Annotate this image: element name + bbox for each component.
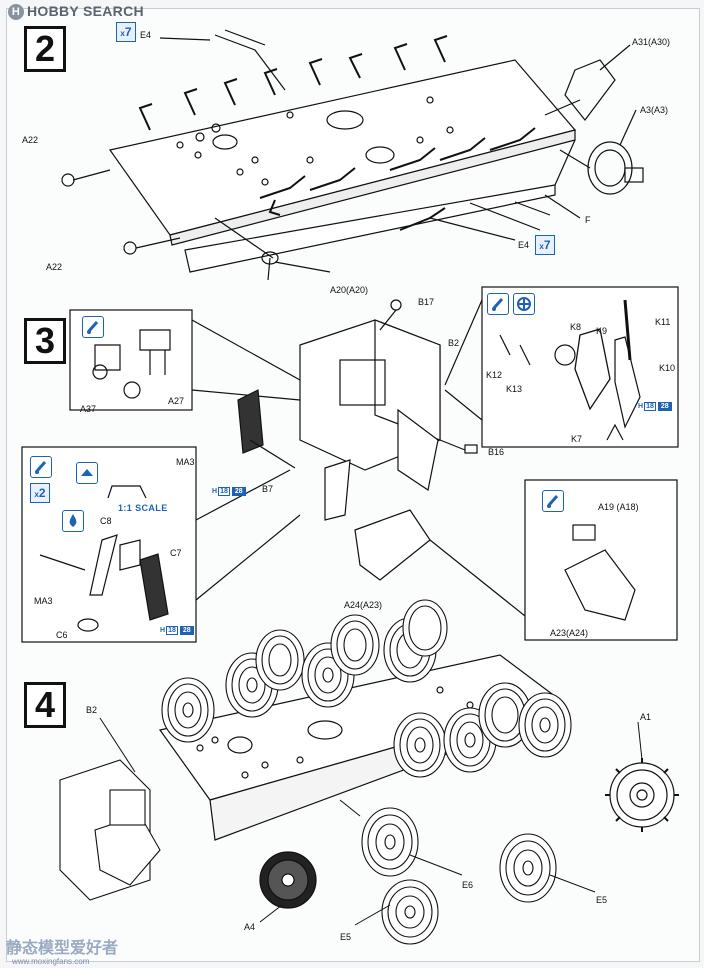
label-a1: A1 <box>640 712 652 722</box>
label-b2: B2 <box>448 338 460 348</box>
watermark-text: 静态模型爱好者 <box>6 940 119 957</box>
times-multiplier-icon-bottom: x7 <box>535 235 555 255</box>
label-a22-top: A22 <box>22 135 39 145</box>
scale-label: 1:1 SCALE <box>118 503 168 513</box>
label-a19: A19 (A18) <box>598 502 639 512</box>
label-b16: B16 <box>488 447 505 457</box>
times-multiplier-icon-c: x2 <box>30 483 50 503</box>
label-a31: A31(A30) <box>632 37 671 47</box>
drive-sprocket <box>605 758 679 832</box>
hobby-search-logo-icon: H <box>8 4 24 21</box>
label-a4: A4 <box>244 922 256 932</box>
step-number-3: 3 <box>24 318 66 364</box>
label-a20: A20(A20) <box>330 285 369 295</box>
label-a24: A24(A23) <box>344 600 383 610</box>
glue-icon <box>82 316 104 338</box>
label-b17: B17 <box>418 297 435 307</box>
label-k13: K13 <box>506 384 523 394</box>
times-multiplier-icon-top: x7 <box>116 22 136 42</box>
step-number-2: 2 <box>24 26 66 72</box>
label-k8: K8 <box>570 322 582 332</box>
watermark-url: www.moxingfans.com <box>12 957 90 966</box>
label-a27: A27 <box>168 396 185 406</box>
label-c6: C6 <box>56 630 68 640</box>
brand-text: HOBBY SEARCH <box>27 3 144 19</box>
glue-icon <box>30 456 52 478</box>
step-number-4: 4 <box>24 682 66 728</box>
label-k12: K12 <box>486 370 503 380</box>
label-e4-bottom: E4 <box>518 240 530 250</box>
label-a3: A3(A3) <box>640 105 669 115</box>
label-step4-b2: B2 <box>86 705 98 715</box>
label-a23: A23(A24) <box>550 628 589 638</box>
glue-icon <box>542 490 564 512</box>
label-k9: K9 <box>596 326 608 336</box>
label-e4-top: E4 <box>140 30 152 40</box>
label-ma3-top: MA3 <box>176 457 195 467</box>
glue-icon <box>487 293 509 315</box>
label-k10: K10 <box>659 363 676 373</box>
scale-icon <box>76 462 98 484</box>
label-f: F <box>585 215 591 225</box>
label-k7: K7 <box>571 434 583 444</box>
label-a22-bottom: A22 <box>46 262 63 272</box>
label-e6: E6 <box>462 880 474 890</box>
label-e5-right: E5 <box>596 895 608 905</box>
part-f-plate <box>184 184 556 273</box>
label-c7: C7 <box>170 548 182 558</box>
remove-icon <box>513 293 535 315</box>
label-ma3-left: MA3 <box>34 596 53 606</box>
label-b7: B7 <box>262 484 274 494</box>
idler-wheel-a4 <box>259 851 317 909</box>
road-wheels <box>161 599 572 945</box>
label-a37: A37 <box>80 404 97 414</box>
label-c8: C8 <box>100 516 112 526</box>
paint-drop-icon <box>62 510 84 532</box>
label-k11: K11 <box>655 317 671 327</box>
label-e5-bottom: E5 <box>340 932 352 942</box>
